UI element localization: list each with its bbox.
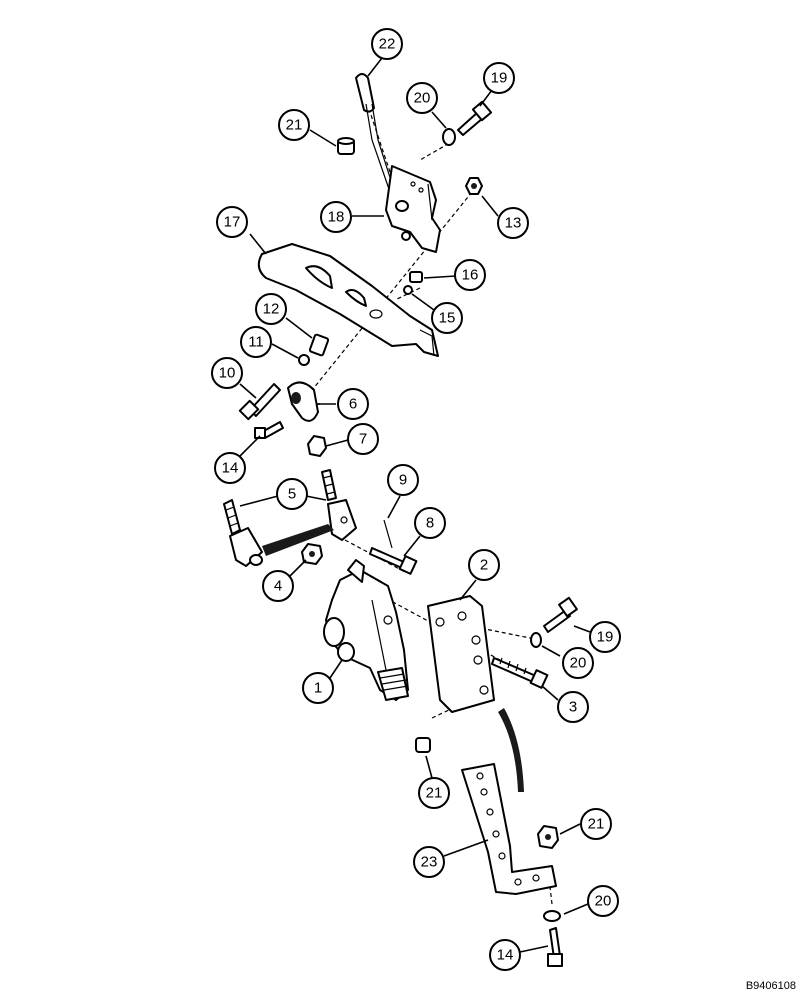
svg-text:19: 19 xyxy=(491,70,508,87)
svg-text:2: 2 xyxy=(480,557,488,574)
part-2-plate xyxy=(427,595,495,713)
svg-text:16: 16 xyxy=(462,267,479,284)
svg-text:8: 8 xyxy=(426,515,434,532)
part-11-washer xyxy=(298,354,310,366)
part-14-bolt-lower xyxy=(547,927,563,967)
svg-text:21: 21 xyxy=(426,785,443,802)
svg-text:7: 7 xyxy=(359,431,367,448)
callout-5: 5 xyxy=(276,478,308,510)
part-23-support xyxy=(461,763,557,895)
svg-text:18: 18 xyxy=(328,209,345,226)
part-6-rod-end xyxy=(287,381,319,422)
callout-22: 22 xyxy=(371,28,403,60)
part-20-washer-middle xyxy=(530,632,542,648)
callout-2: 2 xyxy=(468,549,500,581)
part-17-pedal-arm xyxy=(257,243,439,357)
svg-text:14: 14 xyxy=(497,947,514,964)
swing-arc-indicator xyxy=(498,708,524,792)
callout-3: 3 xyxy=(557,691,589,723)
callout-7: 7 xyxy=(347,423,379,455)
callout-14-lower: 14 xyxy=(489,939,521,971)
callout-14-upper: 14 xyxy=(214,452,246,484)
callout-23: 23 xyxy=(413,846,445,878)
svg-text:9: 9 xyxy=(399,472,407,489)
callout-8: 8 xyxy=(414,507,446,539)
callout-18: 18 xyxy=(320,201,352,233)
part-13-nut xyxy=(465,177,483,195)
part-8-pin-bolt xyxy=(369,547,418,575)
svg-text:14: 14 xyxy=(222,460,239,477)
callout-19-middle: 19 xyxy=(589,621,621,653)
part-19-bolt-top xyxy=(457,100,493,136)
svg-text:12: 12 xyxy=(263,301,280,318)
part-5-clevis-right xyxy=(321,469,357,541)
part-19-bolt-middle xyxy=(543,596,578,633)
part-9-cotter-pin xyxy=(383,519,393,549)
part-15-washer xyxy=(403,285,413,295)
part-21-nut-middle xyxy=(415,737,431,753)
svg-text:15: 15 xyxy=(439,310,456,327)
callout-10: 10 xyxy=(211,357,243,389)
part-16-spacer xyxy=(409,271,423,283)
svg-text:20: 20 xyxy=(595,893,612,910)
callout-17: 17 xyxy=(216,206,248,238)
part-18-bracket xyxy=(385,165,441,253)
callout-4: 4 xyxy=(262,570,294,602)
svg-text:22: 22 xyxy=(379,36,396,53)
callout-13: 13 xyxy=(497,207,529,239)
svg-text:20: 20 xyxy=(414,90,431,107)
part-3-bolt xyxy=(491,657,549,689)
part-1-valve xyxy=(323,559,409,701)
leader-lines xyxy=(239,57,591,953)
svg-text:5: 5 xyxy=(288,486,296,503)
part-5-indicator-wedge xyxy=(262,524,334,556)
svg-text:20: 20 xyxy=(570,655,587,672)
part-12-bushing xyxy=(308,333,330,357)
part-14-bolt-upper xyxy=(254,421,284,439)
svg-text:4: 4 xyxy=(274,578,282,595)
callout-20-top: 20 xyxy=(406,82,438,114)
callout-21-middle: 21 xyxy=(418,777,450,809)
callout-20-lower: 20 xyxy=(587,885,619,917)
svg-text:1: 1 xyxy=(314,680,322,697)
part-20-washer-lower xyxy=(543,910,561,922)
callout-1: 1 xyxy=(302,672,334,704)
callout-21-lower: 21 xyxy=(580,808,612,840)
svg-text:21: 21 xyxy=(588,816,605,833)
svg-text:6: 6 xyxy=(349,396,357,413)
part-21-nut-lower xyxy=(537,825,559,849)
svg-text:19: 19 xyxy=(597,629,614,646)
part-10-bolt xyxy=(238,383,281,421)
part-7-nut xyxy=(307,435,327,457)
part-4-nut xyxy=(301,543,323,565)
callout-16: 16 xyxy=(454,259,486,291)
callout-15: 15 xyxy=(431,302,463,334)
figure-code: B9406108 xyxy=(745,980,796,992)
svg-text:10: 10 xyxy=(219,365,236,382)
svg-text:3: 3 xyxy=(569,699,577,716)
callout-11: 11 xyxy=(240,326,272,358)
callout-9: 9 xyxy=(387,464,419,496)
part-20-washer-top xyxy=(442,128,456,146)
svg-text:21: 21 xyxy=(286,117,303,134)
part-5-clevis-left xyxy=(223,499,263,567)
callout-19-top: 19 xyxy=(483,62,515,94)
svg-text:11: 11 xyxy=(248,334,264,351)
svg-text:13: 13 xyxy=(505,215,522,232)
callout-12: 12 xyxy=(255,293,287,325)
callout-21-top: 21 xyxy=(278,109,310,141)
part-21-nut-top xyxy=(337,137,355,155)
svg-text:23: 23 xyxy=(421,854,438,871)
svg-text:17: 17 xyxy=(224,214,241,231)
callout-6: 6 xyxy=(337,388,369,420)
callout-20-middle: 20 xyxy=(562,647,594,679)
